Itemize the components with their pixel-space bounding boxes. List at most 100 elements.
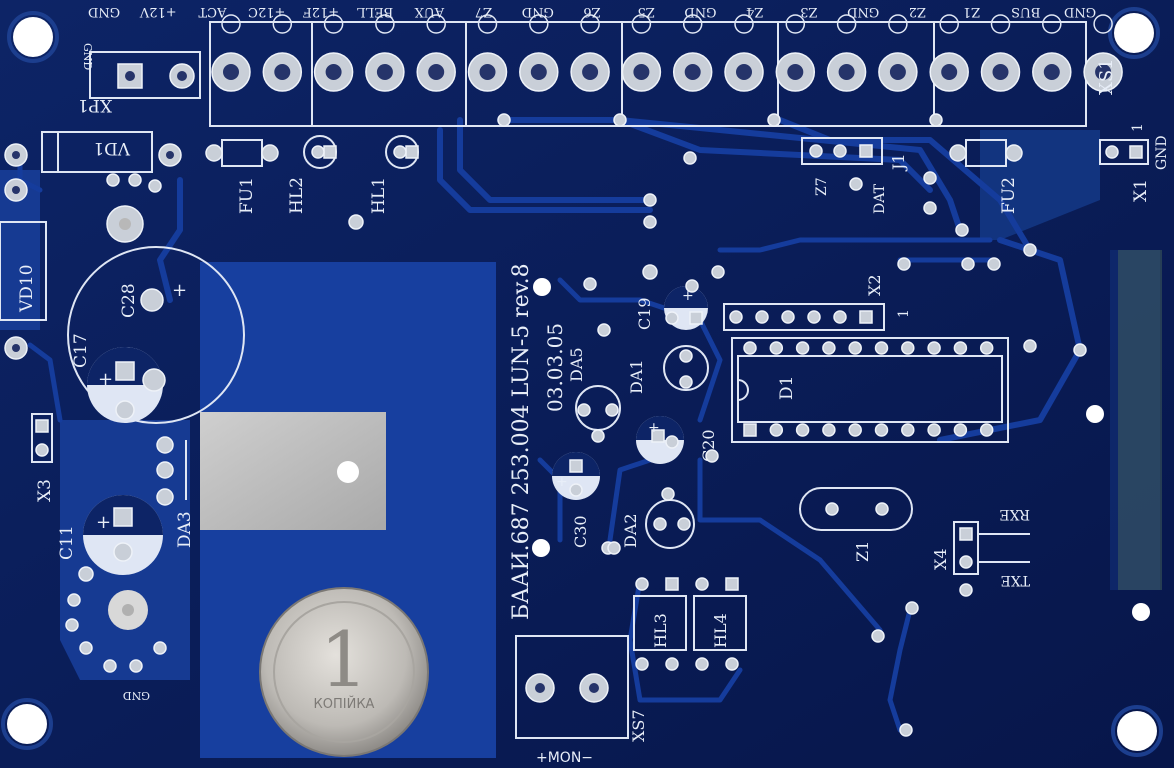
xs1-pad xyxy=(416,14,456,92)
x2-pin xyxy=(755,310,769,324)
d1-pin xyxy=(848,341,862,355)
x3-label: X3 xyxy=(35,479,55,502)
da3-regulator: DA3 xyxy=(156,436,195,548)
vd10-diode: VD10 xyxy=(0,178,47,360)
d1-pin xyxy=(743,423,757,437)
mounting-holes xyxy=(1,7,1163,757)
vias xyxy=(497,113,1087,737)
x1-label: X1 xyxy=(1131,179,1151,202)
xs1-pin-label: +12F xyxy=(303,4,339,19)
vd1-diode: VD1 xyxy=(4,131,182,173)
xs1-pin-label: GND xyxy=(522,4,554,19)
d1-pin xyxy=(822,423,836,437)
d1-pin xyxy=(953,341,968,355)
da5-regulator: DA5 xyxy=(567,277,621,443)
xs1-designator: XS1 xyxy=(1096,58,1117,95)
d1-pin xyxy=(769,341,784,355)
xs1-pin-label: GND xyxy=(847,4,879,19)
hl1-led: HL1 xyxy=(348,135,419,230)
fu2-label: FU2 xyxy=(999,177,1019,214)
d1-pin xyxy=(979,341,994,355)
c19-capacitor: + C19 xyxy=(635,264,708,330)
x2-pin xyxy=(833,310,847,324)
xs1-pin-label: BUS xyxy=(1011,4,1040,19)
xs1-pad xyxy=(826,14,867,92)
d1-pin xyxy=(927,423,941,437)
xs1-pad xyxy=(519,14,559,92)
xs1-pin-label: Z1 xyxy=(963,4,980,19)
xs1-pin-label: GND xyxy=(88,4,120,19)
d1-pin xyxy=(953,423,968,437)
xs1-pad xyxy=(1032,14,1072,92)
d1-pin xyxy=(979,423,994,437)
c30-label: C30 xyxy=(571,515,590,548)
vd1-label: VD1 xyxy=(93,138,131,158)
x2-label: X2 xyxy=(865,274,884,296)
c30-capacitor: + C30 xyxy=(552,452,600,548)
d1-pin xyxy=(927,341,941,355)
d1-pin xyxy=(874,423,889,437)
fu1-label: FU1 xyxy=(237,177,257,214)
board-date: 03.03.05 xyxy=(543,323,567,412)
gnd-bottom-label: GND xyxy=(123,689,150,702)
d1-pin xyxy=(848,423,862,437)
hl1-label: HL1 xyxy=(369,177,389,214)
d1-ic: D1 xyxy=(731,337,1009,443)
j1-jumper: J1 Z7 DAT xyxy=(801,137,908,214)
xs1-pin-label: +12C xyxy=(248,4,285,19)
c28-plus: + xyxy=(172,280,187,301)
xs1-pin-label: GND xyxy=(684,4,716,19)
xs1-pad xyxy=(211,14,251,92)
board-title: БААИ.687 253.004 LUN-5 rev.8 xyxy=(509,263,534,620)
x2-header: X2 1 xyxy=(723,274,912,331)
txe-label: TXE xyxy=(1000,572,1030,588)
x4-connector: X4 RXE TXE xyxy=(931,506,1030,597)
z7-label: Z7 xyxy=(814,177,830,196)
hl4-indicator: HL4 xyxy=(693,577,747,671)
da1-label: DA1 xyxy=(627,359,646,394)
mon-label: +MON− xyxy=(536,750,593,766)
d1-pin xyxy=(769,423,784,437)
xs1-pin-label: Z2 xyxy=(909,4,926,19)
xs1-pin-label: AUX xyxy=(414,4,445,19)
vd10-label: VD10 xyxy=(17,264,37,313)
c28-label: C28 xyxy=(119,283,139,318)
j1-label: J1 xyxy=(889,153,908,172)
xp1-gnd-label: GND xyxy=(81,43,94,70)
x2-pin xyxy=(807,310,821,324)
x2-pin1-label: 1 xyxy=(896,309,912,318)
xs7-label: XS7 xyxy=(629,709,648,742)
copper-traces xyxy=(17,117,1083,733)
xs1-pad xyxy=(570,14,610,92)
hl2-label: HL2 xyxy=(287,177,307,214)
c20-plus: + xyxy=(648,420,660,436)
xs7-terminal: XS7 +MON− xyxy=(515,635,648,766)
xp1-label: XP1 xyxy=(78,95,112,115)
xs1-pad xyxy=(467,14,508,92)
x2-pin xyxy=(781,310,795,324)
xs1-pin-label: +12V xyxy=(139,4,176,19)
xs1-pad xyxy=(621,14,662,92)
da1-regulator: DA1 xyxy=(627,345,709,394)
c30-plus: + xyxy=(556,474,568,490)
side-glare xyxy=(1118,250,1162,590)
hl3-label: HL3 xyxy=(651,613,670,648)
xs1-pad xyxy=(929,14,969,92)
d1-pin xyxy=(901,341,915,355)
x3-connector: X3 xyxy=(31,413,55,502)
c19-plus: + xyxy=(682,288,694,304)
xs1-pad xyxy=(980,14,1021,92)
da2-label: DA2 xyxy=(621,513,640,548)
c11-capacitor: + C11 GND xyxy=(57,495,167,702)
x2-pin xyxy=(729,310,743,324)
da5-label: DA5 xyxy=(567,347,586,382)
xs1-pin-label: GND xyxy=(1064,4,1096,19)
xs1-pad xyxy=(313,14,354,92)
x4-label: X4 xyxy=(931,548,950,570)
xs1-pin-label: Z4 xyxy=(746,4,763,19)
xs1-pad xyxy=(775,14,816,92)
x1-gnd-label: GND xyxy=(1154,135,1170,170)
x2-pin xyxy=(859,310,873,324)
